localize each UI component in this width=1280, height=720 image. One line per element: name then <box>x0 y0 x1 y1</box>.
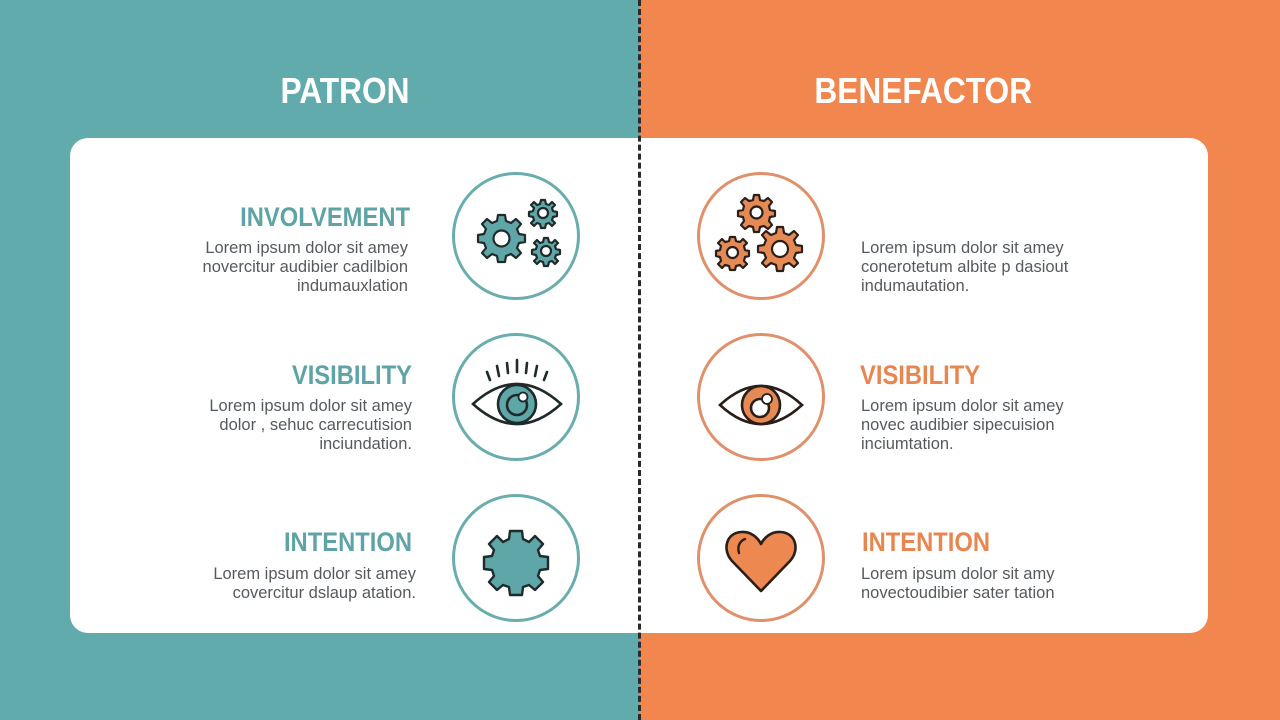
description-line: Lorem ipsum dolor sit amey <box>861 397 1064 415</box>
patron-intention-description: Lorem ipsum dolor sit amey covercitur ds… <box>150 565 416 603</box>
description-line: indumauxlation <box>297 277 408 295</box>
description-line: Lorem ipsum dolor sit amy <box>861 565 1055 583</box>
patron-visibility-icon-circle <box>452 333 580 461</box>
benefactor-involvement-description: Lorem ipsum dolor sit amey conerotetum a… <box>861 239 1121 296</box>
description-line: Lorem ipsum dolor sit amey <box>209 397 412 415</box>
benefactor-intention-label: INTENTION <box>862 527 991 557</box>
benefactor-visibility-label: VISIBILITY <box>860 360 981 390</box>
single-gear-icon <box>482 529 550 597</box>
benefactor-visibility-description: Lorem ipsum dolor sit amey novec audibie… <box>861 397 1121 454</box>
patron-intention-icon-circle <box>452 494 580 622</box>
eye-with-lashes-icon <box>471 358 563 426</box>
gears-icon <box>476 198 562 268</box>
eye-icon <box>718 384 804 426</box>
description-line: inciumtation. <box>861 435 954 453</box>
description-line: Lorem ipsum dolor sit amey <box>205 239 408 257</box>
benefactor-intention-icon-circle <box>697 494 825 622</box>
description-line: inciundation. <box>319 435 412 453</box>
description-line: novectoudibier sater tation <box>861 584 1055 602</box>
benefactor-involvement-icon-circle <box>697 172 825 300</box>
benefactor-intention-description: Lorem ipsum dolor sit amy novectoudibier… <box>861 565 1121 603</box>
patron-involvement-description: Lorem ipsum dolor sit amey novercitur au… <box>150 239 408 296</box>
patron-visibility-description: Lorem ipsum dolor sit amey dolor , sehuc… <box>150 397 412 454</box>
description-line: novec audibier sipecuision <box>861 416 1055 434</box>
description-line: indumautation. <box>861 277 970 295</box>
description-line: conerotetum albite p dasiout <box>861 258 1069 276</box>
dashed-divider <box>638 0 641 720</box>
description-line: Lorem ipsum dolor sit amey <box>861 239 1064 257</box>
benefactor-title: BENEFACTOR <box>814 70 1033 111</box>
patron-title: PATRON <box>280 70 410 111</box>
patron-involvement-label: INVOLVEMENT <box>240 202 410 232</box>
patron-visibility-label: VISIBILITY <box>291 360 412 390</box>
benefactor-visibility-icon-circle <box>697 333 825 461</box>
heart-icon <box>725 530 797 593</box>
description-line: novercitur audibier cadilbion <box>202 258 408 276</box>
patron-involvement-icon-circle <box>452 172 580 300</box>
description-line: dolor , sehuc carrecutision <box>219 416 412 434</box>
patron-intention-label: INTENTION <box>283 527 412 557</box>
gears-icon <box>714 193 804 273</box>
description-line: covercitur dslaup atation. <box>232 584 416 602</box>
description-line: Lorem ipsum dolor sit amey <box>213 565 416 583</box>
